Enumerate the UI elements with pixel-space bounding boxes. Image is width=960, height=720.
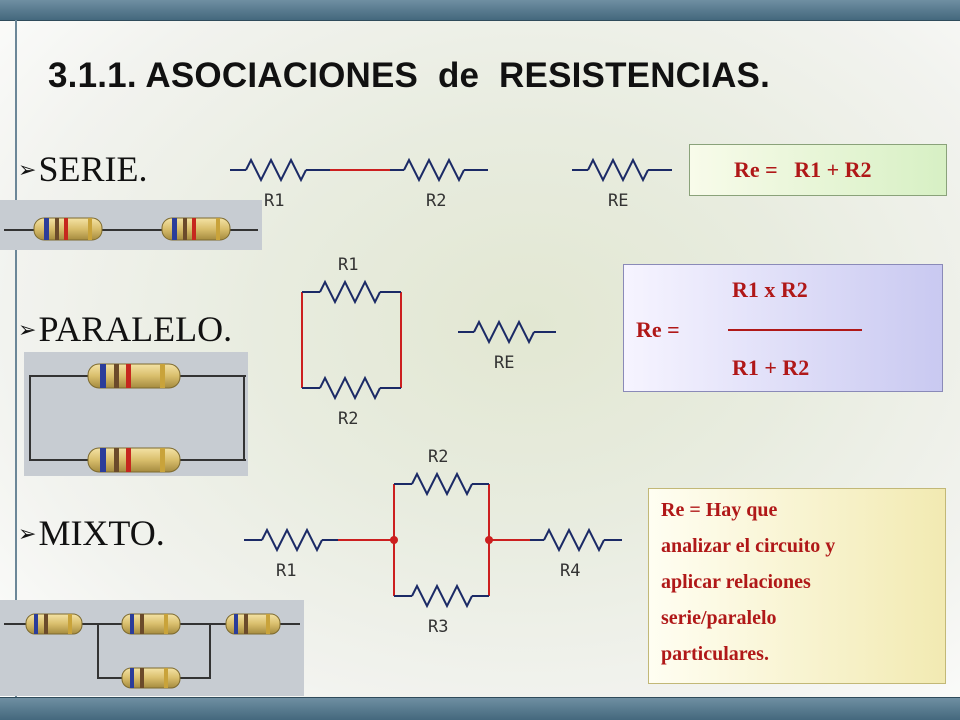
formula-mixto-line: aplicar relaciones [661,571,811,593]
serie-label-r2: R2 [426,191,446,211]
mixto-label: MIXTO. [38,513,165,553]
photo-paralelo-components [29,363,246,473]
serie-label: SERIE. [38,149,148,189]
bullet-paralelo: ➢PARALELO. [18,308,232,350]
arrow-bullet-icon: ➢ [18,156,37,182]
bottom-bar [0,697,960,720]
formula-mixto-line: particulares. [661,643,769,665]
formula-serie-text: Re = R1 + R2 [734,157,872,182]
formula-paralelo-lhs: Re = [636,317,680,342]
mixto-label-r4: R4 [560,561,580,581]
mixto-label-r1: R1 [276,561,296,581]
formula-mixto: Re = Hay que analizar el circuito y apli… [648,488,946,684]
mixto-label-r2: R2 [428,447,448,467]
paralelo-label-re: RE [494,353,514,373]
mixto-node-left [390,536,398,544]
paralelo-label-r2: R2 [338,409,358,429]
left-divider [15,20,17,700]
formula-paralelo-denominator: R1 + R2 [732,355,810,380]
photo-serie-components [4,217,258,241]
arrow-bullet-icon: ➢ [18,520,37,546]
top-bar [0,0,960,21]
bullet-serie: ➢SERIE. [18,148,147,190]
arrow-bullet-icon: ➢ [18,316,37,342]
paralelo-circuit [301,279,556,401]
serie-circuit [230,157,672,183]
serie-label-r1: R1 [264,191,284,211]
mixto-label-r3: R3 [428,617,448,637]
formula-mixto-line: analizar el circuito y [661,535,836,557]
formula-mixto-line: serie/paralelo [661,607,777,629]
photo-mixto-components [4,613,300,689]
bullet-mixto: ➢MIXTO. [18,512,165,554]
mixto-circuit [244,471,622,609]
formula-paralelo-numerator: R1 x R2 [732,277,808,302]
mixto-node-right [485,536,493,544]
formula-mixto-line: Re = Hay que [661,499,778,521]
paralelo-label-r1: R1 [338,255,358,275]
paralelo-label: PARALELO. [38,309,233,349]
fraction-bar [728,329,862,331]
slide-title: 3.1.1. ASOCIACIONES de RESISTENCIAS. [48,56,771,95]
formula-serie: Re = R1 + R2 [689,144,947,196]
formula-paralelo: R1 x R2 Re = R1 + R2 [623,264,943,392]
serie-label-re: RE [608,191,628,211]
